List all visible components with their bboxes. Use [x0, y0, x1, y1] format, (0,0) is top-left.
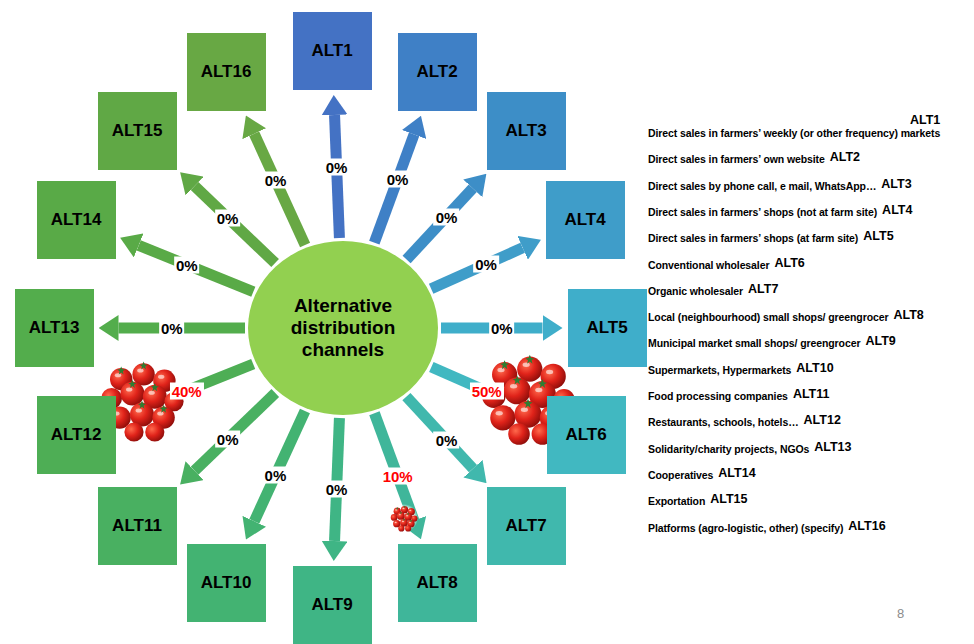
channel-box: ALT2	[398, 33, 477, 111]
channel-code: ALT12	[804, 413, 841, 427]
page-number: 8	[897, 606, 904, 621]
channel-code: ALT13	[814, 440, 851, 454]
channel-code: ALT16	[848, 519, 885, 533]
percentage-label: 0%	[473, 256, 499, 273]
percentage-label: 0%	[174, 256, 200, 273]
percentage-label: 0%	[489, 320, 515, 337]
node-text: ALT6	[565, 425, 606, 445]
channel-code: ALT4	[882, 203, 912, 217]
node-text: ALT14	[51, 210, 102, 230]
channel-box: ALT4	[546, 181, 625, 259]
channel-code: ALT9	[865, 334, 895, 348]
channel-description: Direct sales in farmers’ shops (not at f…	[648, 206, 877, 218]
channel-description: Exportation	[648, 495, 705, 507]
channel-description: Local (neighbourhood) small shops/ green…	[648, 311, 888, 323]
flow-arrow	[335, 115, 340, 238]
flow-arrow	[406, 397, 473, 469]
percentage-label: 0%	[215, 430, 241, 447]
channel-code: ALT14	[718, 466, 755, 480]
channel-box: ALT13	[15, 289, 94, 367]
channel-description: Direct sales in farmers’ shops (at farm …	[648, 232, 858, 244]
channel-description: Supermarkets, Hypermarkets	[648, 364, 791, 376]
channel-description: Direct sales in farmers’ own website	[648, 153, 825, 165]
channel-box: ALT7	[487, 487, 566, 565]
channel-description: Conventional wholesaler	[648, 259, 769, 271]
channel-description: Municipal market small shops/ greengroce…	[648, 337, 860, 349]
percentage-label: 50%	[470, 383, 504, 400]
channel-box: ALT15	[98, 92, 177, 170]
node-text: ALT3	[505, 121, 546, 141]
percentage-label: 0%	[434, 208, 460, 225]
percentage-label: 0%	[263, 467, 289, 484]
channel-box: ALT14	[37, 181, 116, 259]
percentage-label: 0%	[215, 209, 241, 226]
channel-box: ALT12	[37, 396, 116, 474]
percentage-label: 0%	[324, 158, 350, 175]
node-text: ALT12	[51, 425, 102, 445]
percentage-label: 0%	[324, 481, 350, 498]
node-text: ALT11	[112, 516, 162, 536]
node-text: ALT5	[586, 318, 627, 338]
flow-arrow	[139, 245, 254, 291]
channel-description: Direct sales by phone call, e mail, What…	[648, 180, 876, 192]
channel-code: ALT11	[793, 387, 830, 401]
channel-code: ALT2	[830, 150, 860, 164]
node-text: ALT1	[311, 41, 352, 61]
tomato-cluster	[390, 504, 418, 532]
node-text: ALT16	[201, 62, 252, 82]
flow-arrow	[195, 393, 276, 471]
channel-code: ALT8	[893, 308, 923, 322]
channel-box: ALT1	[293, 12, 372, 90]
flow-arrow	[254, 411, 305, 521]
center-circle: Alternative distribution channels	[248, 241, 438, 415]
channel-box: ALT10	[187, 544, 266, 622]
channel-description: Solidarity/charity projects, NGOs	[648, 443, 809, 455]
node-text: ALT7	[505, 516, 546, 536]
percentage-label: 0%	[263, 172, 289, 189]
flow-arrow	[374, 134, 414, 242]
node-text: ALT4	[564, 210, 605, 230]
flow-arrow	[374, 413, 414, 520]
channel-box: ALT5	[568, 289, 647, 367]
flow-arrow	[407, 188, 473, 259]
channel-code: ALT10	[796, 361, 833, 375]
channel-box: ALT11	[98, 487, 177, 565]
channel-box: ALT8	[398, 544, 477, 622]
flow-arrow	[254, 134, 305, 245]
channel-code: ALT3	[881, 177, 911, 191]
channel-box: ALT16	[187, 33, 266, 111]
node-text: ALT15	[112, 121, 163, 141]
channel-box: ALT9	[293, 566, 372, 644]
channel-code: ALT1	[910, 113, 940, 127]
channel-box: ALT3	[487, 92, 566, 170]
channel-description: Direct sales in farmers’ weekly (or othe…	[648, 127, 940, 139]
node-text: ALT9	[311, 595, 352, 615]
flow-arrow	[431, 248, 523, 289]
channel-description: Restaurants, schools, hotels…	[648, 416, 799, 428]
channel-description: Platforms (agro-logistic, other) (specif…	[648, 522, 843, 534]
node-text: ALT13	[29, 318, 80, 338]
channel-code: ALT7	[748, 282, 778, 296]
percentage-label: 0%	[159, 320, 185, 337]
percentage-label: 0%	[434, 431, 460, 448]
channel-description: Food processing companies	[648, 390, 788, 402]
flow-arrow	[195, 186, 276, 263]
channel-description: Organic wholesaler	[648, 285, 743, 297]
percentage-label: 10%	[381, 468, 415, 485]
channel-box: ALT6	[547, 396, 626, 474]
channel-code: ALT6	[774, 256, 804, 270]
channel-description: Cooperatives	[648, 469, 713, 481]
node-text: ALT2	[416, 62, 457, 82]
channel-code: ALT5	[863, 229, 893, 243]
circle-shape	[248, 241, 438, 415]
node-text: ALT8	[416, 573, 457, 593]
flow-arrow	[335, 418, 340, 541]
percentage-label: 0%	[385, 171, 411, 188]
node-text: Alternative distribution channels	[268, 295, 418, 361]
channel-code: ALT15	[710, 492, 747, 506]
node-text: ALT10	[201, 573, 252, 593]
percentage-label: 40%	[170, 382, 204, 399]
